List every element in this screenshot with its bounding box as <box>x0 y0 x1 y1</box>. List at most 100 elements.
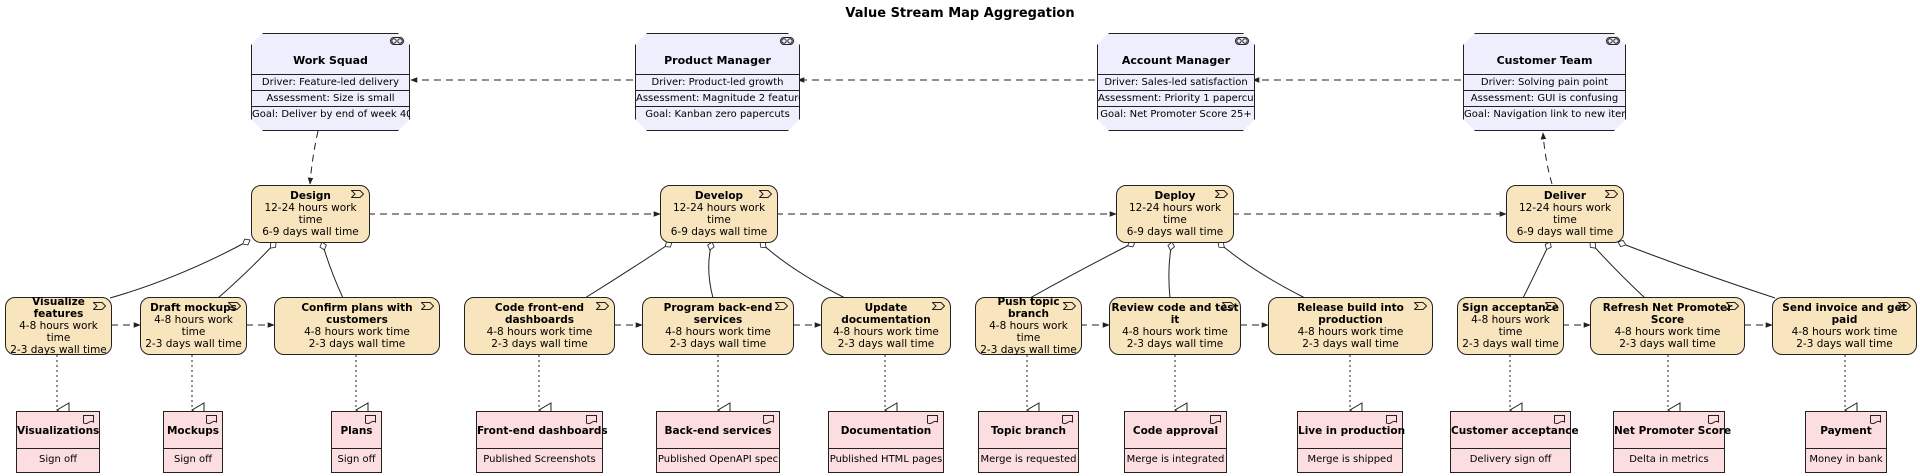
process-icon <box>420 301 435 313</box>
process-icon <box>1062 301 1077 313</box>
step-wall-time: 2-3 days wall time <box>145 338 242 350</box>
stakeholder-assessment: Assessment: Size is small <box>252 91 409 107</box>
deliverable-name: Net Promoter Score <box>1614 412 1731 449</box>
stage-deploy: Deploy 12-24 hours work time 6-9 days wa… <box>1116 185 1234 243</box>
deliverable-front-end-dashboards: Front-end dashboards Published Screensho… <box>476 411 608 473</box>
composition-link <box>319 241 344 299</box>
stakeholder-assessment: Assessment: GUI is confusing <box>1464 91 1625 107</box>
step-wall-time: 2-3 days wall time <box>10 344 107 356</box>
process-icon <box>595 301 610 313</box>
deliverable-icon <box>763 415 774 428</box>
deliverable-icon <box>83 415 94 428</box>
step-push-topic-branch: Push topic branch 4-8 hours work time 2-… <box>975 296 1082 356</box>
deliverable-icon <box>1386 415 1397 428</box>
process-icon <box>1544 301 1559 313</box>
step-draft-mockups: Draft mockups 4-8 hours work time 2-3 da… <box>140 297 247 355</box>
deliverable-note: Money in bank <box>1809 454 1883 465</box>
stakeholder-driver: Driver: Product-led growth <box>636 75 799 91</box>
stakeholder-driver: Driver: Feature-led delivery <box>252 75 409 91</box>
stage-wall-time: 6-9 days wall time <box>1126 226 1224 238</box>
stage-name: Develop <box>694 190 744 202</box>
stage-work-time: 12-24 hours work time <box>264 202 357 226</box>
deliverable-mockups: Mockups Sign off <box>163 411 223 473</box>
deliverable-name: Customer acceptance <box>1451 412 1579 449</box>
stage-work-time: 12-24 hours work time <box>1518 202 1612 226</box>
step-name: Review code and test it <box>1111 302 1239 326</box>
stakeholder-name: Customer Team <box>1464 34 1625 75</box>
process-icon <box>758 189 773 201</box>
step-release-build: Release build into production 4-8 hours … <box>1268 297 1433 355</box>
step-work-time: 4-8 hours work time <box>19 320 98 344</box>
stakeholder-driver: Driver: Solving pain point <box>1464 75 1625 91</box>
composition-link <box>109 238 251 299</box>
process-icon <box>92 301 107 313</box>
process-icon <box>1413 301 1428 313</box>
composition-link <box>1217 241 1306 299</box>
deliverable-name: Mockups <box>164 412 222 449</box>
step-wall-time: 2-3 days wall time <box>491 338 588 350</box>
deliverable-topic-branch: Topic branch Merge is requested <box>978 411 1079 473</box>
composition-link <box>1167 241 1176 299</box>
deliverable-name: Plans <box>332 412 381 449</box>
stage-name: Deploy <box>1154 190 1196 202</box>
process-icon <box>1897 301 1912 313</box>
step-name: Draft mockups <box>150 302 237 314</box>
stakeholder-product-manager: Product Manager Driver: Product-led grow… <box>635 33 800 131</box>
deliverable-name: Live in production <box>1298 412 1405 449</box>
deliverable-customer-acceptance: Customer acceptance Delivery sign off <box>1450 411 1579 473</box>
stakeholder-goal: Goal: Kanban zero papercuts <box>645 109 790 120</box>
process-icon <box>350 189 365 201</box>
step-confirm-plans: Confirm plans with customers 4-8 hours w… <box>274 297 440 355</box>
step-work-time: 4-8 hours work time <box>989 320 1068 344</box>
stakeholder-customer-team: Customer Team Driver: Solving pain point… <box>1463 33 1626 131</box>
step-work-time: 4-8 hours work time <box>304 326 410 338</box>
deliverable-note: Merge is requested <box>980 454 1077 465</box>
deliverable-note: Sign off <box>39 454 77 465</box>
step-name: Push topic branch <box>997 296 1060 320</box>
step-name: Release build into production <box>1297 302 1404 326</box>
step-wall-time: 2-3 days wall time <box>837 338 935 350</box>
process-icon <box>1221 301 1236 313</box>
deliverable-note: Sign off <box>337 454 376 465</box>
deliverable-name: Documentation <box>829 412 943 449</box>
stage-wall-time: 6-9 days wall time <box>262 226 359 238</box>
stage-wall-time: 6-9 days wall time <box>670 226 768 238</box>
step-wall-time: 2-3 days wall time <box>1302 338 1399 350</box>
step-wall-time: 2-3 days wall time <box>980 344 1077 356</box>
step-name: Sign acceptance <box>1462 302 1559 314</box>
step-sign-acceptance: Sign acceptance 4-8 hours work time 2-3 … <box>1457 297 1564 355</box>
step-work-time: 4-8 hours work time <box>1614 326 1721 338</box>
step-code-front-end: Code front-end dashboards 4-8 hours work… <box>464 297 615 355</box>
composition-link <box>1522 241 1552 299</box>
composition-link <box>584 241 673 299</box>
step-work-time: 4-8 hours work time <box>1791 326 1898 338</box>
composition-link <box>1589 241 1646 299</box>
diagram-title: Value Stream Map Aggregation <box>845 6 1075 21</box>
stakeholder-name: Account Manager <box>1098 34 1254 75</box>
deliverable-note: Merge is shipped <box>1307 454 1393 465</box>
stage-work-time: 12-24 hours work time <box>672 202 766 226</box>
stakeholder-work-squad: Work Squad Driver: Feature-led delivery … <box>251 33 410 131</box>
step-name: Confirm plans with customers <box>301 302 413 326</box>
process-icon <box>1725 301 1740 313</box>
deliverable-note: Delta in metrics <box>1629 454 1709 465</box>
deliverable-icon <box>1062 415 1073 428</box>
stakeholder-assessment: Assessment: Magnitude 2 feature <box>636 91 799 107</box>
step-work-time: 4-8 hours work time <box>1297 326 1404 338</box>
step-wall-time: 2-3 days wall time <box>1126 338 1224 350</box>
stakeholder-driver: Driver: Sales-led satisfaction <box>1098 75 1254 91</box>
stage-name: Design <box>290 190 331 202</box>
deliverable-visualizations: Visualizations Sign off <box>16 411 100 473</box>
step-name: Program back-end services <box>663 302 773 326</box>
deliverable-name: Front-end dashboards <box>477 412 608 449</box>
step-refresh-nps: Refresh Net Promoter Score 4-8 hours wor… <box>1590 297 1745 355</box>
step-wall-time: 2-3 days wall time <box>308 338 406 350</box>
step-wall-time: 2-3 days wall time <box>1462 338 1559 350</box>
process-icon <box>1604 189 1619 201</box>
deliverable-documentation: Documentation Published HTML pages <box>828 411 944 473</box>
process-icon <box>774 301 789 313</box>
deliverable-name: Payment <box>1806 412 1886 449</box>
process-icon <box>227 301 242 313</box>
step-program-back-end: Program back-end services 4-8 hours work… <box>642 297 794 355</box>
stakeholder-assessment: Assessment: Priority 1 papercut <box>1098 91 1254 107</box>
